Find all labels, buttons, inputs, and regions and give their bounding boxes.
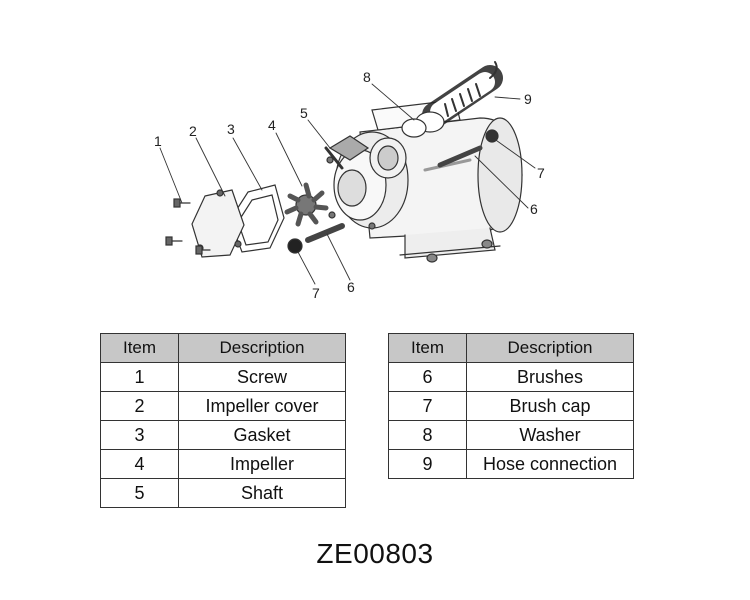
description-cell: Washer	[466, 420, 634, 450]
description-cell: Impeller	[178, 449, 346, 479]
brush-assembly-bottom	[287, 223, 345, 254]
table-row: 9 Hose connection	[388, 449, 634, 479]
table-row: 7 Brush cap	[388, 391, 634, 421]
description-cell: Impeller cover	[178, 391, 346, 421]
description-cell: Shaft	[178, 478, 346, 508]
description-cell: Gasket	[178, 420, 346, 450]
item-cell: 6	[388, 362, 467, 392]
description-cell: Hose connection	[466, 449, 634, 479]
table-row: 3 Gasket	[100, 420, 346, 450]
description-cell: Brushes	[466, 362, 634, 392]
callout-8: 8	[363, 69, 371, 85]
callout-6-bottom: 6	[347, 279, 355, 295]
table-row: 4 Impeller	[100, 449, 346, 479]
callout-4: 4	[268, 117, 276, 133]
item-cell: 3	[100, 420, 179, 450]
table-row: 5 Shaft	[100, 478, 346, 508]
table-header-row: Item Description	[388, 333, 634, 363]
parts-table-right: Item Description 6 Brushes 7 Brush cap 8…	[388, 333, 634, 479]
table-row: 6 Brushes	[388, 362, 634, 392]
part-code-label: ZE00803	[316, 538, 434, 569]
leader-lines	[159, 83, 536, 285]
exploded-pump-diagram: 1 2 3 4 5 8 9 7 6 7 6	[154, 61, 545, 301]
item-header: Item	[100, 333, 179, 363]
item-cell: 9	[388, 449, 467, 479]
table-row: 2 Impeller cover	[100, 391, 346, 421]
callout-9: 9	[524, 91, 532, 107]
item-cell: 8	[388, 420, 467, 450]
description-header: Description	[178, 333, 346, 363]
screws-part	[165, 198, 211, 255]
table-header-row: Item Description	[100, 333, 346, 363]
item-cell: 7	[388, 391, 467, 421]
washer-part	[401, 118, 427, 138]
shaft-part	[324, 135, 370, 170]
hose-connection	[415, 61, 503, 133]
callout-5: 5	[300, 105, 308, 121]
item-header: Item	[388, 333, 467, 363]
callout-6-right: 6	[530, 201, 538, 217]
impeller-part	[284, 182, 329, 227]
item-cell: 1	[100, 362, 179, 392]
callout-7-right: 7	[537, 165, 545, 181]
item-cell: 4	[100, 449, 179, 479]
description-header: Description	[466, 333, 634, 363]
table-row: 8 Washer	[388, 420, 634, 450]
item-cell: 2	[100, 391, 179, 421]
callout-1: 1	[154, 133, 162, 149]
description-cell: Screw	[178, 362, 346, 392]
item-cell: 5	[100, 478, 179, 508]
description-cell: Brush cap	[466, 391, 634, 421]
callout-7-bottom: 7	[312, 285, 320, 301]
callout-2: 2	[189, 123, 197, 139]
table-row: 1 Screw	[100, 362, 346, 392]
callout-3: 3	[227, 121, 235, 137]
parts-table-left: Item Description 1 Screw 2 Impeller cove…	[100, 333, 346, 508]
